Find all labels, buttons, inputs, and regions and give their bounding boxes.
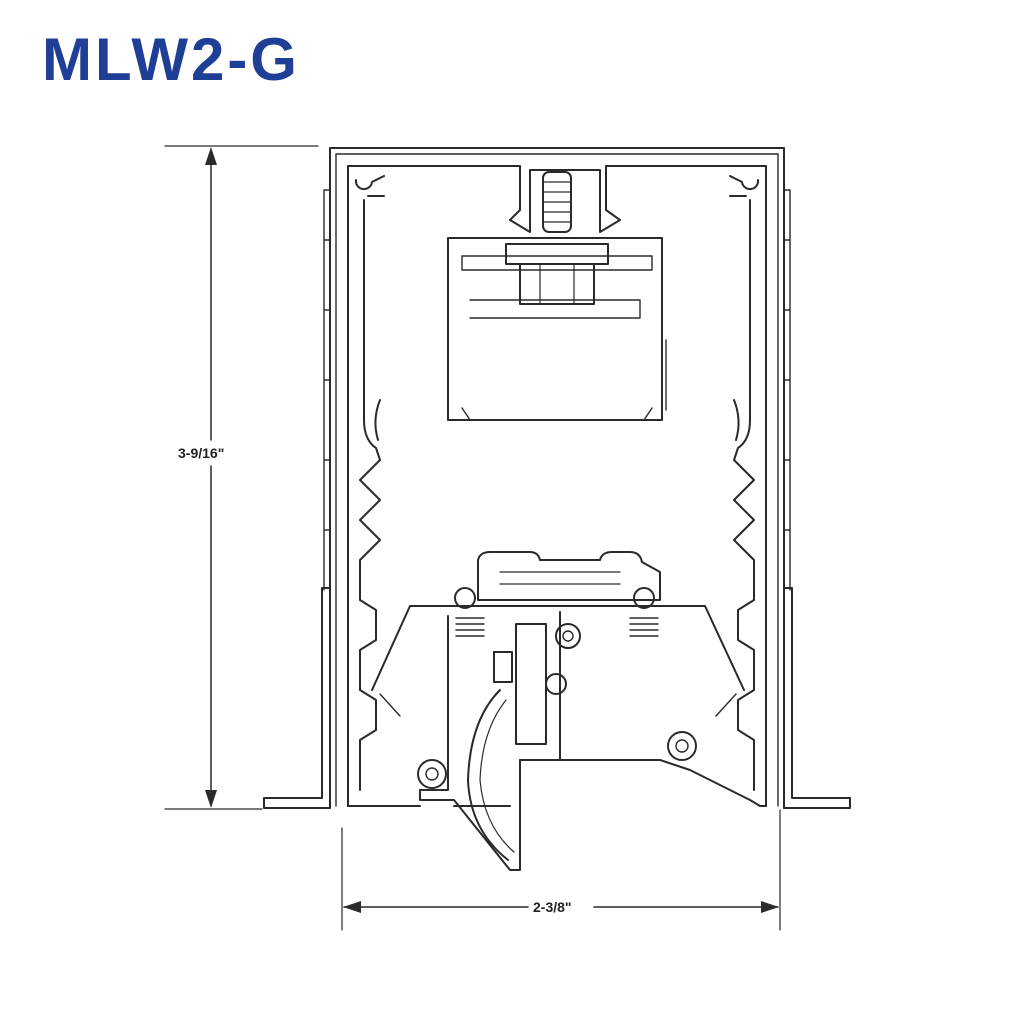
spring-tips: [379, 693, 737, 717]
extrusion-shell: [347, 165, 767, 807]
right-pivot: [633, 587, 655, 609]
driver-bracket: [505, 243, 609, 265]
left-pivot: [454, 587, 476, 609]
arrowhead-right-icon: [761, 901, 779, 913]
reflector-inner-curve: [479, 699, 515, 853]
height-label: 3-9/16": [178, 445, 224, 461]
screw-threads: [542, 181, 572, 223]
rear-pivot-hub: [675, 739, 689, 753]
spring-wing-plate: [371, 605, 745, 691]
reflector-curve: [467, 689, 509, 861]
left-spring-coil: [455, 617, 485, 637]
gimbal-plate: [515, 623, 547, 745]
gear-housing-top: [477, 551, 661, 601]
driver-top-rail: [461, 255, 653, 271]
extrusion-profile: [347, 165, 767, 807]
keyhole-top-right: [729, 175, 760, 197]
lower-assembly: [371, 551, 761, 871]
mud-flanges: [263, 587, 851, 809]
hex-nut: [519, 263, 595, 305]
gear-housing-lines: [499, 571, 621, 585]
driver-box: [447, 237, 667, 421]
arrowhead-up-icon: [205, 147, 217, 165]
left-flange: [263, 587, 331, 809]
left-clip-wall: [359, 199, 381, 791]
right-spring-coil: [629, 617, 659, 637]
product-title: MLW2-G: [42, 26, 300, 93]
tilt-screw-slot: [562, 630, 574, 642]
tilt-screw: [555, 623, 581, 649]
right-clip-spring: [733, 399, 740, 441]
keyhole-top-left: [354, 175, 385, 197]
driver-mid-rail: [469, 299, 641, 319]
front-pivot-hub: [425, 767, 439, 781]
width-label: 2-3/8": [533, 899, 572, 915]
arrowhead-down-icon: [205, 790, 217, 808]
right-clip-wall: [733, 199, 755, 791]
width-dimension: 2-3/8": [341, 809, 781, 931]
rear-pivot: [667, 731, 697, 761]
left-clip-spring: [374, 399, 381, 441]
housing-inner-wall: [335, 153, 779, 807]
right-flange: [783, 587, 851, 809]
arrowhead-left-icon: [343, 901, 361, 913]
gimbal-screw-head: [493, 651, 513, 683]
gimbal-bracket: [419, 611, 561, 871]
housing-outer: [323, 147, 791, 809]
front-pivot: [417, 759, 447, 789]
lock-screw: [545, 673, 567, 695]
housing-outer-wall: [329, 147, 785, 809]
driver-base-edges: [461, 339, 667, 421]
left-ribs: [323, 189, 331, 591]
height-dimension: 3-9/16": [164, 145, 319, 810]
bracket-right-arm: [519, 759, 761, 807]
right-ribs: [783, 189, 791, 591]
driver-outline: [447, 237, 663, 421]
